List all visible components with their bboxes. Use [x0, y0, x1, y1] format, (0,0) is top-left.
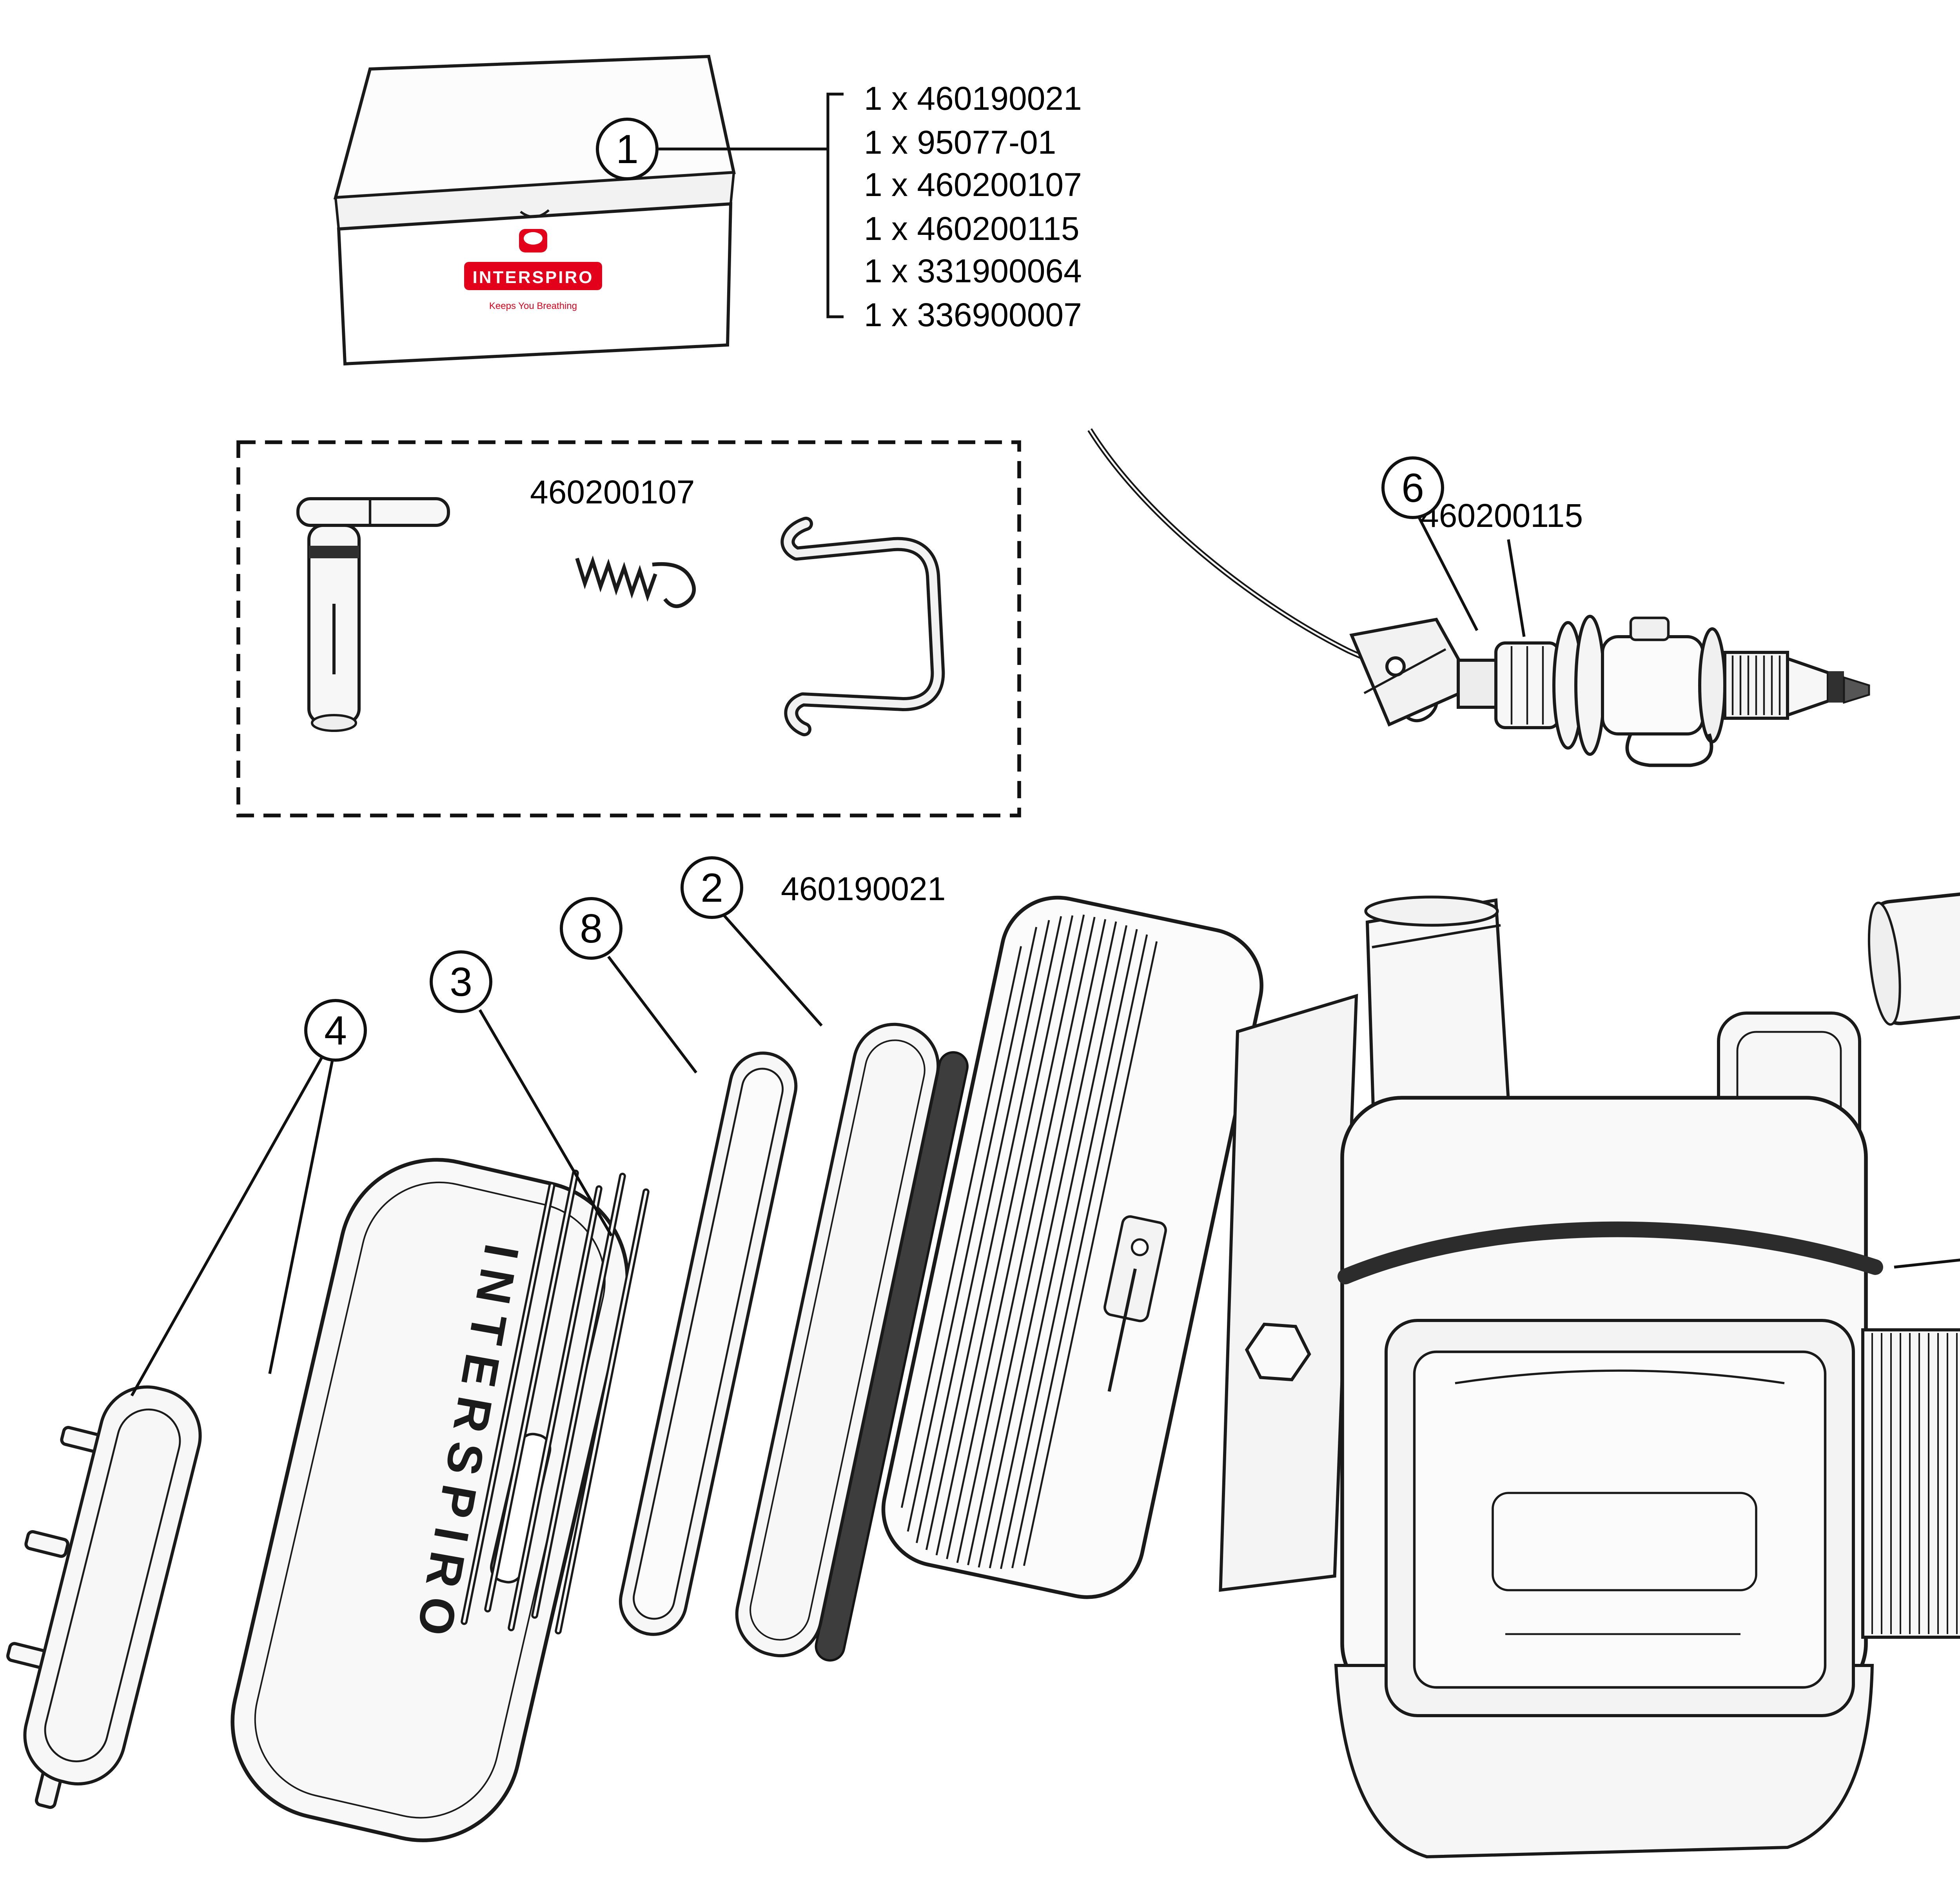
- callout-3-number: 3: [450, 958, 472, 1005]
- ribbed-cartridge-art: [881, 895, 1263, 1599]
- callout-3: 3: [430, 950, 492, 1013]
- box-content-item: 1 x 460200115: [864, 211, 1080, 248]
- membrane-art: [735, 1022, 969, 1662]
- callout-1-number: 1: [616, 125, 639, 173]
- connector-art: [1219, 993, 1358, 1592]
- valve-assembly-art: [1087, 428, 1870, 767]
- gasket-art: [619, 1051, 798, 1636]
- box-content-item: 1 x 95077-01: [864, 125, 1056, 161]
- callout-6-number: 6: [1401, 464, 1424, 511]
- spring-art: [575, 555, 696, 608]
- callout-2: 2: [681, 856, 743, 919]
- clip-art: [780, 517, 945, 736]
- small-parts-kit-frame: [236, 440, 1021, 817]
- contents-bracket: [826, 93, 844, 318]
- box-content-item: 1 x 336900007: [864, 298, 1082, 334]
- plug-tool-art: [296, 497, 450, 732]
- box-content-item: 1 x 331900064: [864, 254, 1082, 291]
- box-content-item: 1 x 460190021: [864, 82, 1082, 118]
- interspiro-logo: INTERSPIRO Keeps You Breathing: [464, 229, 602, 311]
- callout-4: 4: [304, 999, 367, 1062]
- logo-tagline: Keeps You Breathing: [489, 301, 577, 311]
- box-content-item: 1 x 460200107: [864, 168, 1082, 204]
- callout-8: 8: [560, 897, 622, 960]
- logo-mask-visor: [524, 232, 543, 245]
- label-membrane: 460190021: [781, 872, 946, 908]
- leader-lines: [130, 93, 1960, 1396]
- kit-box-art: [333, 54, 736, 366]
- callout-4-number: 4: [324, 1007, 347, 1054]
- housing-art: [1334, 895, 1960, 1859]
- o-ring-large-art: [1338, 1221, 1883, 1284]
- label-small-parts-kit: 460200107: [530, 475, 695, 511]
- callout-1: 1: [596, 118, 659, 180]
- fitting-art: [1867, 886, 1960, 1026]
- logo-banner: [464, 262, 602, 290]
- callout-2-number: 2: [701, 864, 723, 911]
- box-contents-list: 1 x 460190021 1 x 95077-01 1 x 460200107…: [864, 78, 1082, 338]
- cover-cap-art: [6, 1385, 202, 1809]
- cover-art: [230, 1158, 630, 1842]
- callout-6: 6: [1381, 456, 1444, 519]
- pins-art: [461, 1169, 650, 1634]
- logo-text: INTERSPIRO: [473, 268, 594, 287]
- hex-nut-art: [1245, 1322, 1311, 1382]
- callout-8-number: 8: [580, 905, 603, 952]
- label-valve-assembly: 460200115: [1421, 499, 1583, 535]
